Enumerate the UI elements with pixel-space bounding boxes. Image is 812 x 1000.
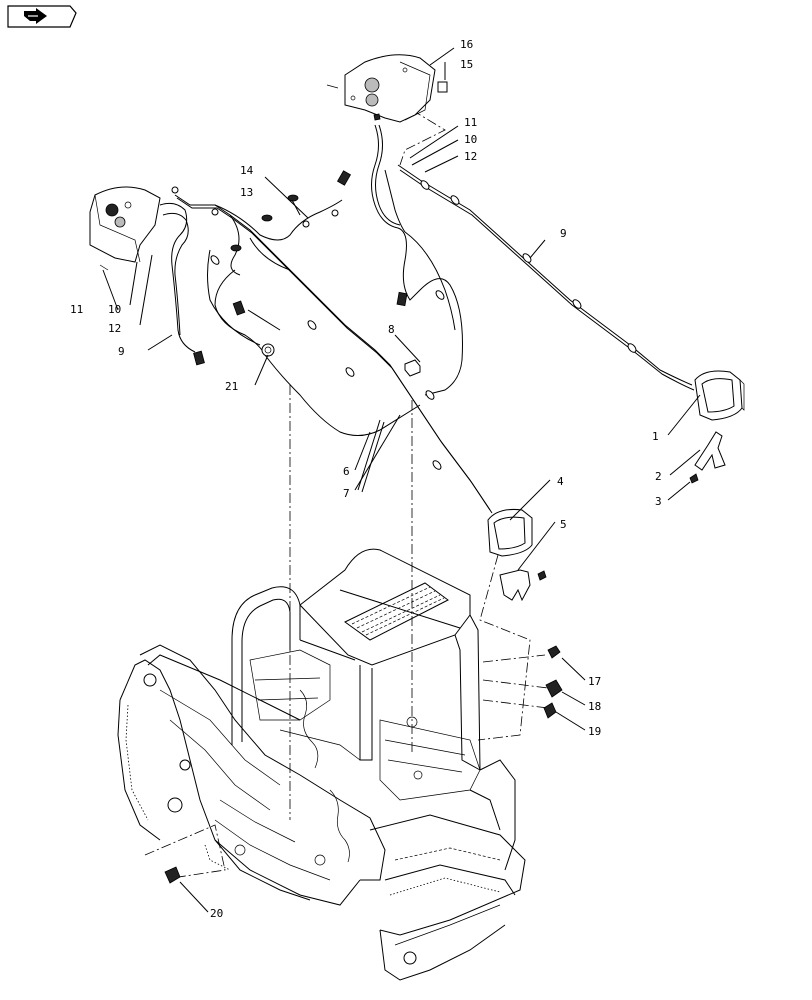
fuse-holder-part-6-7 <box>357 419 385 493</box>
construction-lines <box>144 109 549 879</box>
leader-lines <box>102 47 701 913</box>
switch-part-19 <box>543 702 557 719</box>
callout-11-right: 11 <box>464 116 477 129</box>
bracket-part-2 <box>694 431 726 471</box>
callout-11-left: 11 <box>70 303 83 316</box>
callout-13: 13 <box>240 186 253 199</box>
callout-15: 15 <box>460 58 473 71</box>
lens-part-15 <box>437 81 448 93</box>
callout-5: 5 <box>560 518 567 531</box>
left-lamp-assembly <box>89 186 161 271</box>
callout-9-left: 9 <box>118 345 125 358</box>
callout-19: 19 <box>588 725 601 738</box>
machine-frame <box>117 548 526 981</box>
work-lamp-part-1 <box>694 370 745 421</box>
switch-part-20 <box>164 866 181 884</box>
screw-part-3 <box>689 473 699 484</box>
callout-3: 3 <box>655 495 662 508</box>
harness-connectors <box>171 170 408 366</box>
callout-9-right: 9 <box>560 227 567 240</box>
grommet-part-21 <box>261 343 275 357</box>
switch-part-18 <box>545 679 563 698</box>
callouts: 1 2 3 4 5 6 7 8 9 9 10 10 11 11 12 12 13… <box>70 38 662 920</box>
switch-part-17 <box>547 645 561 659</box>
roof-grille <box>344 582 449 641</box>
callout-17: 17 <box>588 675 601 688</box>
bracket-part-5 <box>499 569 547 602</box>
callout-6: 6 <box>343 465 350 478</box>
callout-10-right: 10 <box>464 133 477 146</box>
callout-7: 7 <box>343 487 350 500</box>
next-page-button[interactable] <box>7 5 77 28</box>
callout-16: 16 <box>460 38 473 51</box>
callout-20: 20 <box>210 907 223 920</box>
relay-part-8 <box>404 359 421 377</box>
callout-12-right: 12 <box>464 150 477 163</box>
next-page-arrow-icon <box>24 8 47 24</box>
callout-14: 14 <box>240 164 254 177</box>
callout-18: 18 <box>588 700 601 713</box>
callout-1: 1 <box>652 430 659 443</box>
wire-harness <box>159 124 695 514</box>
harness-clips <box>210 180 637 470</box>
callout-12-left: 12 <box>108 322 121 335</box>
callout-10-left: 10 <box>108 303 121 316</box>
callout-21: 21 <box>225 380 238 393</box>
callout-2: 2 <box>655 470 662 483</box>
callout-4: 4 <box>557 475 564 488</box>
rear-lamp-assembly <box>326 54 448 123</box>
callout-8: 8 <box>388 323 395 336</box>
work-lamp-part-4 <box>487 509 533 557</box>
